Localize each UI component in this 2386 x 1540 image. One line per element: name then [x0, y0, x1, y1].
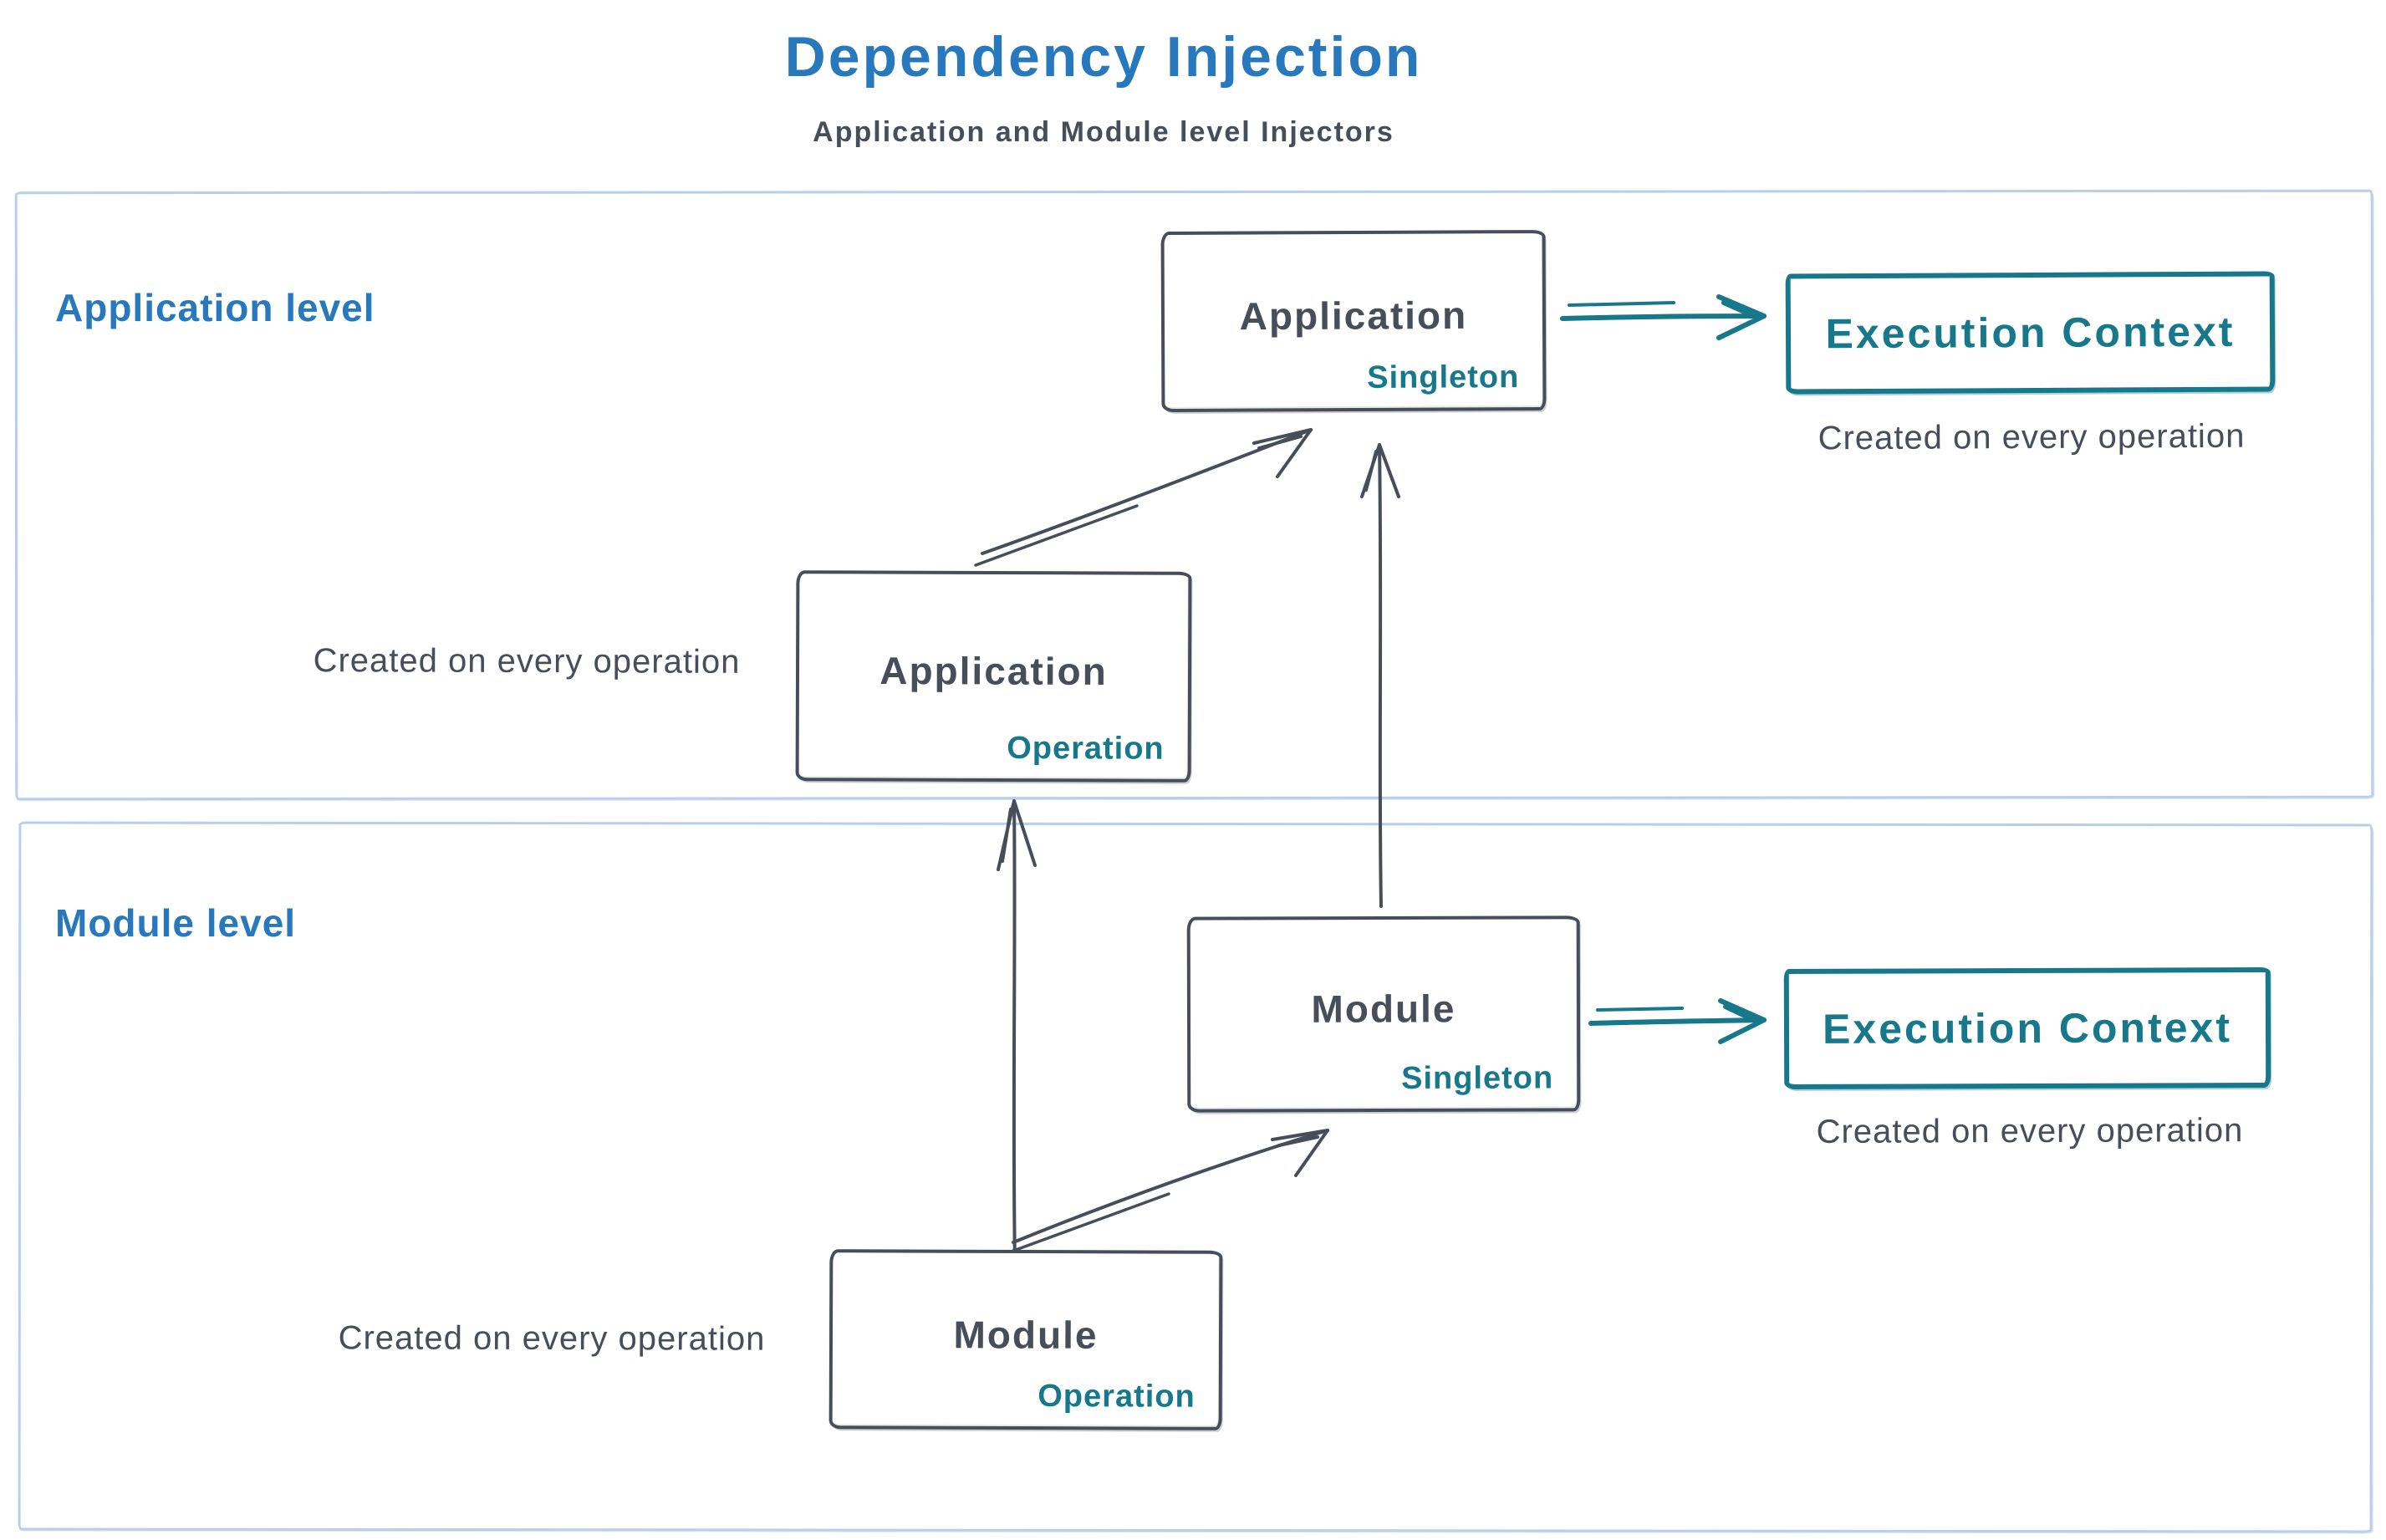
page-subtitle: Application and Module level Injectors [813, 116, 1394, 148]
label-application-level: Application level [55, 286, 375, 329]
node-application-execution-context: Execution Context [1785, 271, 2276, 395]
module-execution-context-label: Execution Context [1822, 1004, 2233, 1053]
caption-module-execution-context: Created on every operation [1816, 1112, 2244, 1150]
node-module-execution-context: Execution Context [1783, 966, 2271, 1090]
node-application-operation: Application Operation [795, 570, 1192, 783]
node-module-operation-title: Module [953, 1312, 1099, 1357]
node-module-operation-scope-tag: Operation [1038, 1379, 1196, 1415]
caption-application-operation: Created on every operation [313, 642, 741, 681]
node-application-singleton: Application Singleton [1160, 229, 1547, 413]
node-module-singleton-scope-tag: Singleton [1401, 1060, 1554, 1096]
node-application-operation-title: Application [879, 649, 1108, 693]
application-execution-context-label: Execution Context [1825, 308, 2236, 358]
page-title: Dependency Injection [784, 25, 1423, 89]
node-application-singleton-title: Application [1239, 293, 1468, 339]
node-module-singleton: Module Singleton [1186, 915, 1581, 1113]
caption-application-execution-context: Created on every operation [1818, 417, 2246, 457]
node-application-operation-scope-tag: Operation [1007, 731, 1165, 767]
node-application-singleton-scope-tag: Singleton [1367, 360, 1520, 395]
label-module-level: Module level [55, 901, 297, 945]
node-module-operation: Module Operation [828, 1249, 1223, 1430]
node-module-singleton-title: Module [1311, 987, 1456, 1031]
caption-module-operation: Created on every operation [338, 1319, 766, 1358]
